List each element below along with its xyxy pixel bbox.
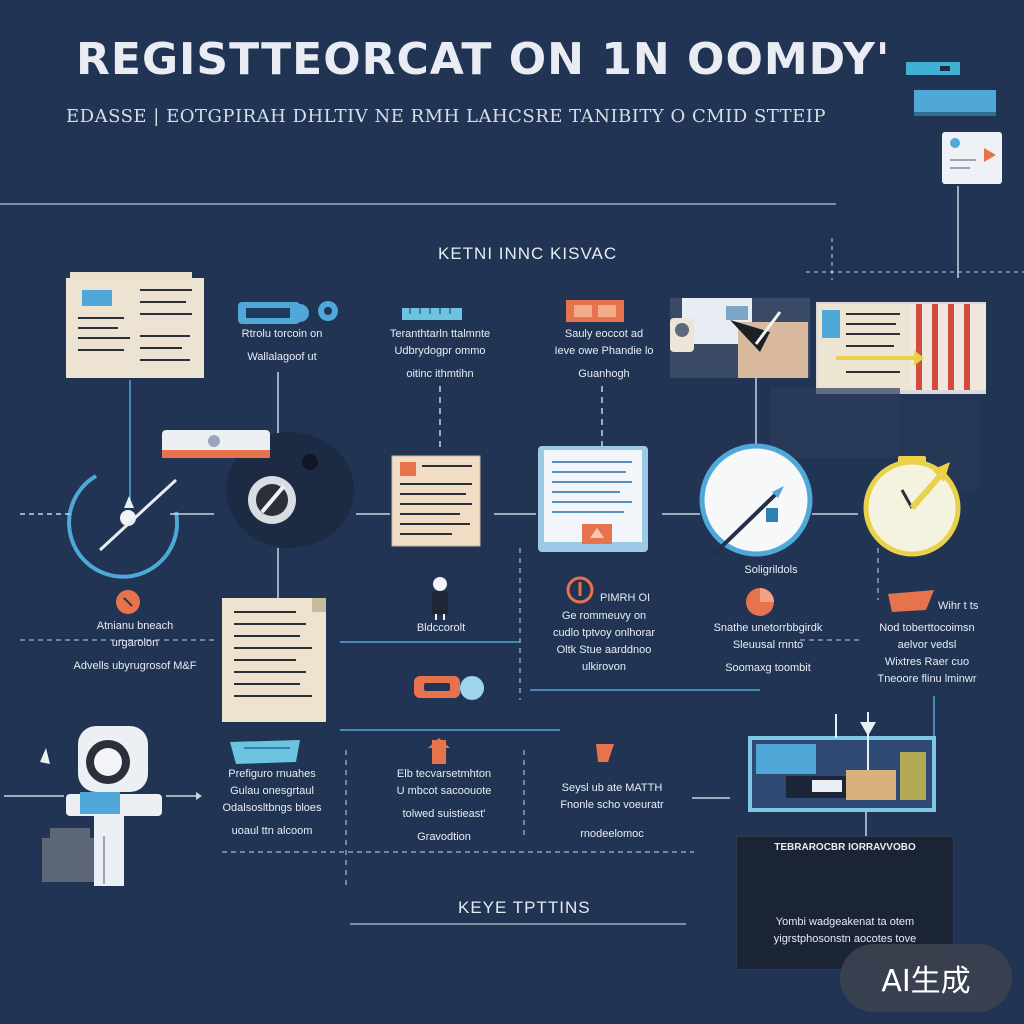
caption-r3-3: Seysl ub ate MATTH Fnonle scho voeuratr …	[560, 782, 664, 841]
hand-pen-illustration	[670, 298, 810, 378]
scanner-device-icon	[162, 430, 354, 548]
section-label-bottom: KEYE TPTTINS	[458, 898, 591, 917]
caption-r1-2: Teranthtarln ttalmnte Udbrydogpr ommo oi…	[389, 328, 491, 381]
cyan-ribbon-icon	[230, 740, 300, 764]
caption-r2-head-1: PIMRH OI	[600, 592, 651, 604]
orange-flag-icon	[596, 744, 614, 762]
legend-panel-text: Yombi wadgeakenat ta otem yigrstphosonst…	[773, 916, 917, 946]
orange-banner-icon	[888, 590, 934, 612]
tab-bar-icon	[914, 90, 996, 114]
book-document-icon	[538, 446, 648, 552]
label-chip-icon	[238, 301, 338, 324]
caption-r2-head-2: Wihr t ts	[938, 600, 979, 612]
person-icon	[432, 577, 448, 620]
section-label-top: KETNI INNC KISVAC	[438, 244, 618, 263]
striped-panel-icon	[816, 302, 986, 394]
paper-document-icon	[391, 455, 481, 547]
paper-sheet-icon	[222, 598, 326, 722]
caption-r2-4: Soligrildols	[744, 564, 798, 576]
caption-r2-1: Atnianu bneach urgarolon Advells ubyrugr…	[73, 620, 197, 673]
caption-r2-5: Snathe unetorrbbgirdk Sleuusal rnnto Soo…	[713, 622, 823, 675]
caption-r1-3: Sauly eoccot ad Ieve owe Phandie lo Guan…	[554, 328, 654, 381]
robot-figure-icon	[40, 726, 162, 886]
orange-tag-icon	[566, 300, 624, 322]
refresh-icon	[566, 576, 594, 604]
page-subtitle: EDASSE | EOTGPIRAH DHLTIV NE RMH LAHCSRE…	[66, 106, 826, 127]
ai-generated-badge: AI生成	[840, 944, 1012, 1012]
caption-r3-1: Prefiguro rnuahes Gulau onesgrtaul Odals…	[222, 768, 322, 838]
ruler-icon	[402, 308, 462, 320]
legend-panel-heading: TEBRAROCBR IORRAVVOBO	[774, 842, 916, 853]
clock-pen-icon	[699, 443, 813, 558]
page-title: REGISTTEORCAT ON 1N OOMDY'	[76, 34, 891, 85]
compass-dial-icon	[67, 474, 180, 579]
caption-r1-1: Rtrolu torcoin on Wallalagoof ut	[241, 328, 323, 364]
workstation-illustration	[748, 712, 936, 812]
caption-r3-2: Elb tecvarsetmhton U mbcot sacoouote tol…	[396, 768, 492, 844]
tag-bar-icon	[906, 62, 960, 75]
stopwatch-icon	[863, 456, 961, 557]
orange-block-icon	[428, 738, 450, 764]
video-card-icon	[942, 132, 1002, 184]
caption-r2-3: Ge rommeuvy on cudlo tptvoy onlhorar Olt…	[552, 610, 656, 674]
pie-icon	[746, 588, 774, 616]
document-stack-icon	[66, 272, 204, 378]
caption-r2-2: Bldccorolt	[416, 622, 466, 634]
capsule-key-icon	[414, 676, 484, 700]
caption-r2-6: Nod toberttocoimsn aelvor vedsl Wixtres …	[877, 622, 977, 686]
orange-bulb-icon	[116, 590, 140, 614]
